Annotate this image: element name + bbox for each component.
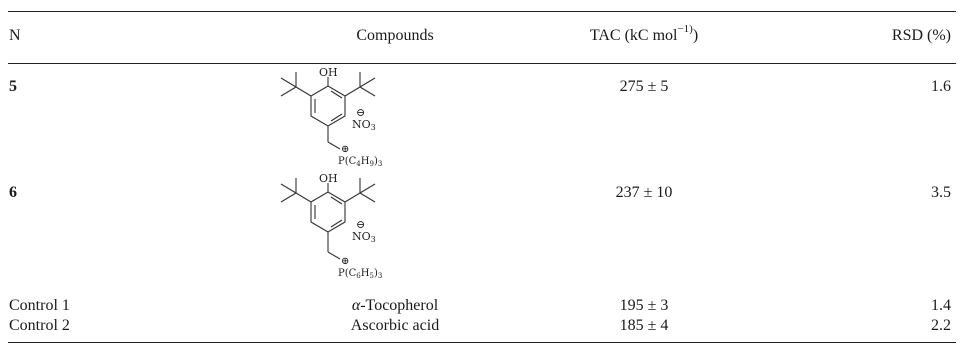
anion-charge: ⊖ — [356, 106, 365, 119]
compound-6-structure: OH ⊖ NO3 ⊕ P(C6H5)3 — [280, 172, 382, 280]
top-rule — [8, 11, 956, 13]
row-6-rsd: 3.5 — [931, 184, 951, 201]
row-6-tac: 237 ± 10 — [615, 184, 673, 201]
row-control2-tac: 185 ± 4 — [619, 317, 669, 334]
row-5-n: 5 — [9, 78, 17, 95]
header-rule — [8, 63, 956, 64]
row-6-n: 6 — [9, 184, 17, 201]
cation-charge: ⊕ — [341, 144, 349, 155]
row-5-tac: 275 ± 5 — [619, 78, 669, 95]
row-control2-rsd: 2.2 — [931, 317, 951, 334]
header-n: N — [9, 27, 21, 44]
row-control1-tac: 195 ± 3 — [619, 297, 669, 314]
row-5-rsd: 1.6 — [931, 78, 951, 95]
row-control2-compound: Ascorbic acid — [350, 317, 440, 334]
anion-label: NO3 — [352, 118, 376, 132]
benzene-ring — [310, 85, 346, 127]
anion-label: NO3 — [352, 230, 376, 244]
oh-label: OH — [319, 172, 338, 185]
row-control1-rsd: 1.4 — [931, 297, 951, 314]
row-control2-n: Control 2 — [9, 317, 70, 334]
header-tac: TAC (kC mol−1)) — [589, 22, 699, 44]
header-compounds: Compounds — [356, 27, 434, 44]
row-control1-compound: α-Tocopherol — [351, 297, 439, 314]
benzene-ring — [310, 191, 346, 233]
row-control1-n: Control 1 — [9, 297, 70, 314]
header-rsd: RSD (%) — [891, 27, 951, 44]
cation-label: P(C6H5)3 — [338, 268, 382, 280]
compound-5-structure: OH ⊖ NO3 ⊕ P(C4H9)3 — [280, 66, 382, 168]
cation-charge: ⊕ — [341, 256, 349, 267]
cation-label: P(C4H9)3 — [338, 156, 382, 168]
anion-charge: ⊖ — [356, 218, 365, 231]
bottom-rule — [8, 342, 956, 344]
oh-label: OH — [319, 66, 338, 79]
